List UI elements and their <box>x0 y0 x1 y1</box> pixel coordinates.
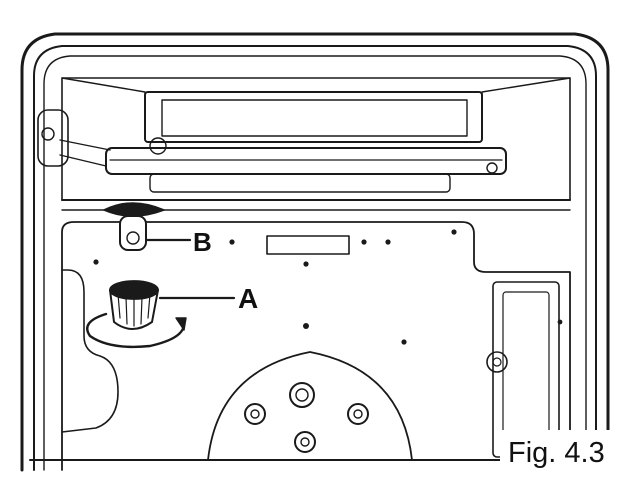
housing-inner-frame-2 <box>43 55 587 471</box>
figure-caption: Fig. 4.3 <box>500 430 628 476</box>
side-bracket <box>37 109 69 167</box>
part-b-disc <box>103 202 165 217</box>
part-a-knob-top <box>109 280 159 300</box>
base-center-port <box>289 382 315 408</box>
part-a-rotation-arrowhead <box>175 317 187 331</box>
part-b-body <box>119 215 147 251</box>
callout-label-a: A <box>238 283 260 314</box>
housing-inner-frame <box>33 45 597 471</box>
base-right-bolt <box>347 403 369 425</box>
base-lower-port <box>294 431 316 453</box>
display-window <box>266 235 350 255</box>
base-right-bolt-inner <box>353 409 363 419</box>
part-b-screw <box>126 231 140 245</box>
blower-inner <box>161 99 468 137</box>
burner-end-fastener <box>486 162 498 174</box>
base-left-bolt <box>244 403 266 425</box>
housing-outer-frame <box>20 32 610 472</box>
base-lower-port-inner <box>300 437 310 447</box>
upper-cavity-slant-right <box>481 77 571 131</box>
burner-fastener <box>149 137 167 155</box>
base-left-bolt-inner <box>250 409 260 419</box>
upper-cavity-slant-left <box>61 77 146 131</box>
left-cutout <box>61 269 119 433</box>
base-plate <box>207 351 413 461</box>
right-knob-center <box>492 357 502 367</box>
base-center-port-inner <box>295 388 309 402</box>
burner-rail <box>105 147 507 175</box>
blower-housing <box>144 91 483 143</box>
right-knob <box>486 351 508 373</box>
part-a-rotation-arrow <box>86 312 186 349</box>
callout-label-b: B <box>193 227 213 257</box>
lower-panel <box>61 221 571 471</box>
panel-screws <box>93 229 563 345</box>
right-slot-inner <box>502 291 550 448</box>
upper-cavity <box>61 77 571 201</box>
burner-rail-lower <box>149 173 451 193</box>
part-a-knob-ridges <box>117 293 151 327</box>
side-bracket-hole <box>41 127 55 141</box>
